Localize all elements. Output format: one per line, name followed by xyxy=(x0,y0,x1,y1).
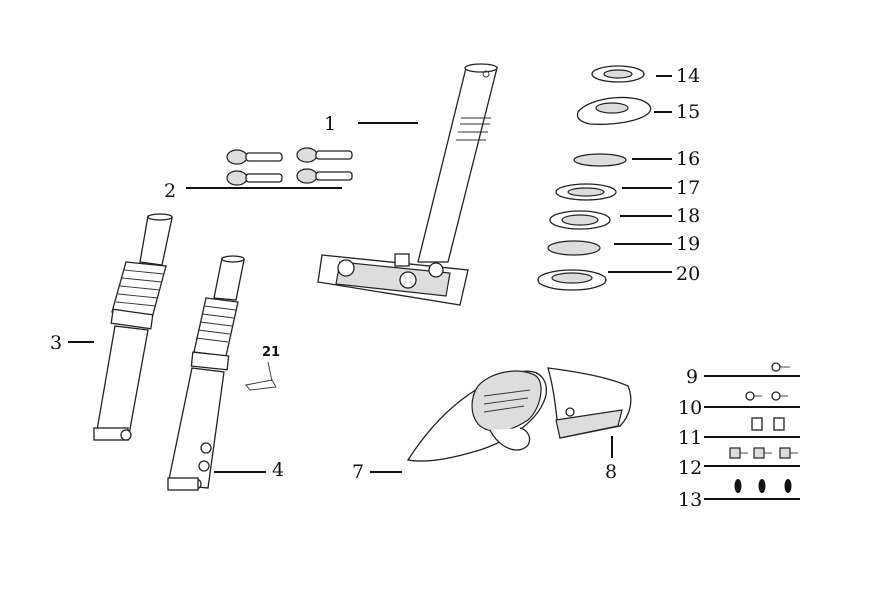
clip-part xyxy=(245,361,277,391)
callout-21: 21 xyxy=(262,345,280,360)
callout-19: 19 xyxy=(676,233,700,255)
bolt-set-part xyxy=(226,147,353,186)
leader-lines xyxy=(68,75,800,500)
callout-18: 18 xyxy=(676,205,700,227)
callout-1: 1 xyxy=(324,113,336,135)
callout-20: 20 xyxy=(676,263,700,285)
callout-2: 2 xyxy=(164,180,176,202)
callout-7: 7 xyxy=(352,461,364,483)
callout-16: 16 xyxy=(676,148,700,170)
left-fork-leg-part xyxy=(93,213,173,441)
steering-stem-part xyxy=(317,63,498,306)
inner-fender-part xyxy=(547,367,632,439)
callout-17: 17 xyxy=(676,177,700,199)
front-fender-part xyxy=(406,370,547,462)
callout-11: 11 xyxy=(678,427,702,449)
callout-10: 10 xyxy=(678,397,702,419)
callout-12: 12 xyxy=(678,457,702,479)
callout-9: 9 xyxy=(686,366,698,388)
callout-3: 3 xyxy=(50,332,62,354)
callout-4: 4 xyxy=(272,459,284,481)
small-hardware-part xyxy=(729,362,798,493)
right-fork-leg-part xyxy=(167,255,245,491)
callout-14: 14 xyxy=(676,65,700,87)
callout-8: 8 xyxy=(605,461,617,483)
callout-13: 13 xyxy=(678,489,702,511)
callout-15: 15 xyxy=(676,101,700,123)
bearing-stack-part xyxy=(537,65,652,291)
